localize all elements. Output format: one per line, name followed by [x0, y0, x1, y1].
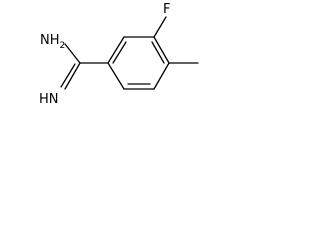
ring-bond-c1-c2 — [107, 36, 125, 64]
ring-bond-c3-c4 — [153, 36, 170, 64]
ring-bond-c4-c5 — [153, 62, 170, 90]
amine-label-text: NH — [40, 33, 60, 48]
fluorine-label: F — [163, 2, 170, 17]
bond-amidine-c-to-nh-outer — [64, 62, 81, 90]
molecule-structure-diagram: NH2 HN F — [39, 2, 199, 107]
bond-amidine-c-to-nh-inner — [60, 63, 76, 88]
bond-ring-to-fluorine — [153, 16, 167, 38]
imine-label: HN — [39, 92, 59, 107]
ring-double-bond-c1-c2 — [112, 41, 127, 64]
amine-label-subscript: 2 — [60, 41, 66, 51]
ring-bond-c6-c1 — [107, 62, 125, 90]
ring-double-bond-c3-c4 — [151, 41, 165, 64]
bond-amidine-c-to-nh2 — [64, 43, 81, 64]
amine-label: NH2 — [40, 33, 65, 51]
